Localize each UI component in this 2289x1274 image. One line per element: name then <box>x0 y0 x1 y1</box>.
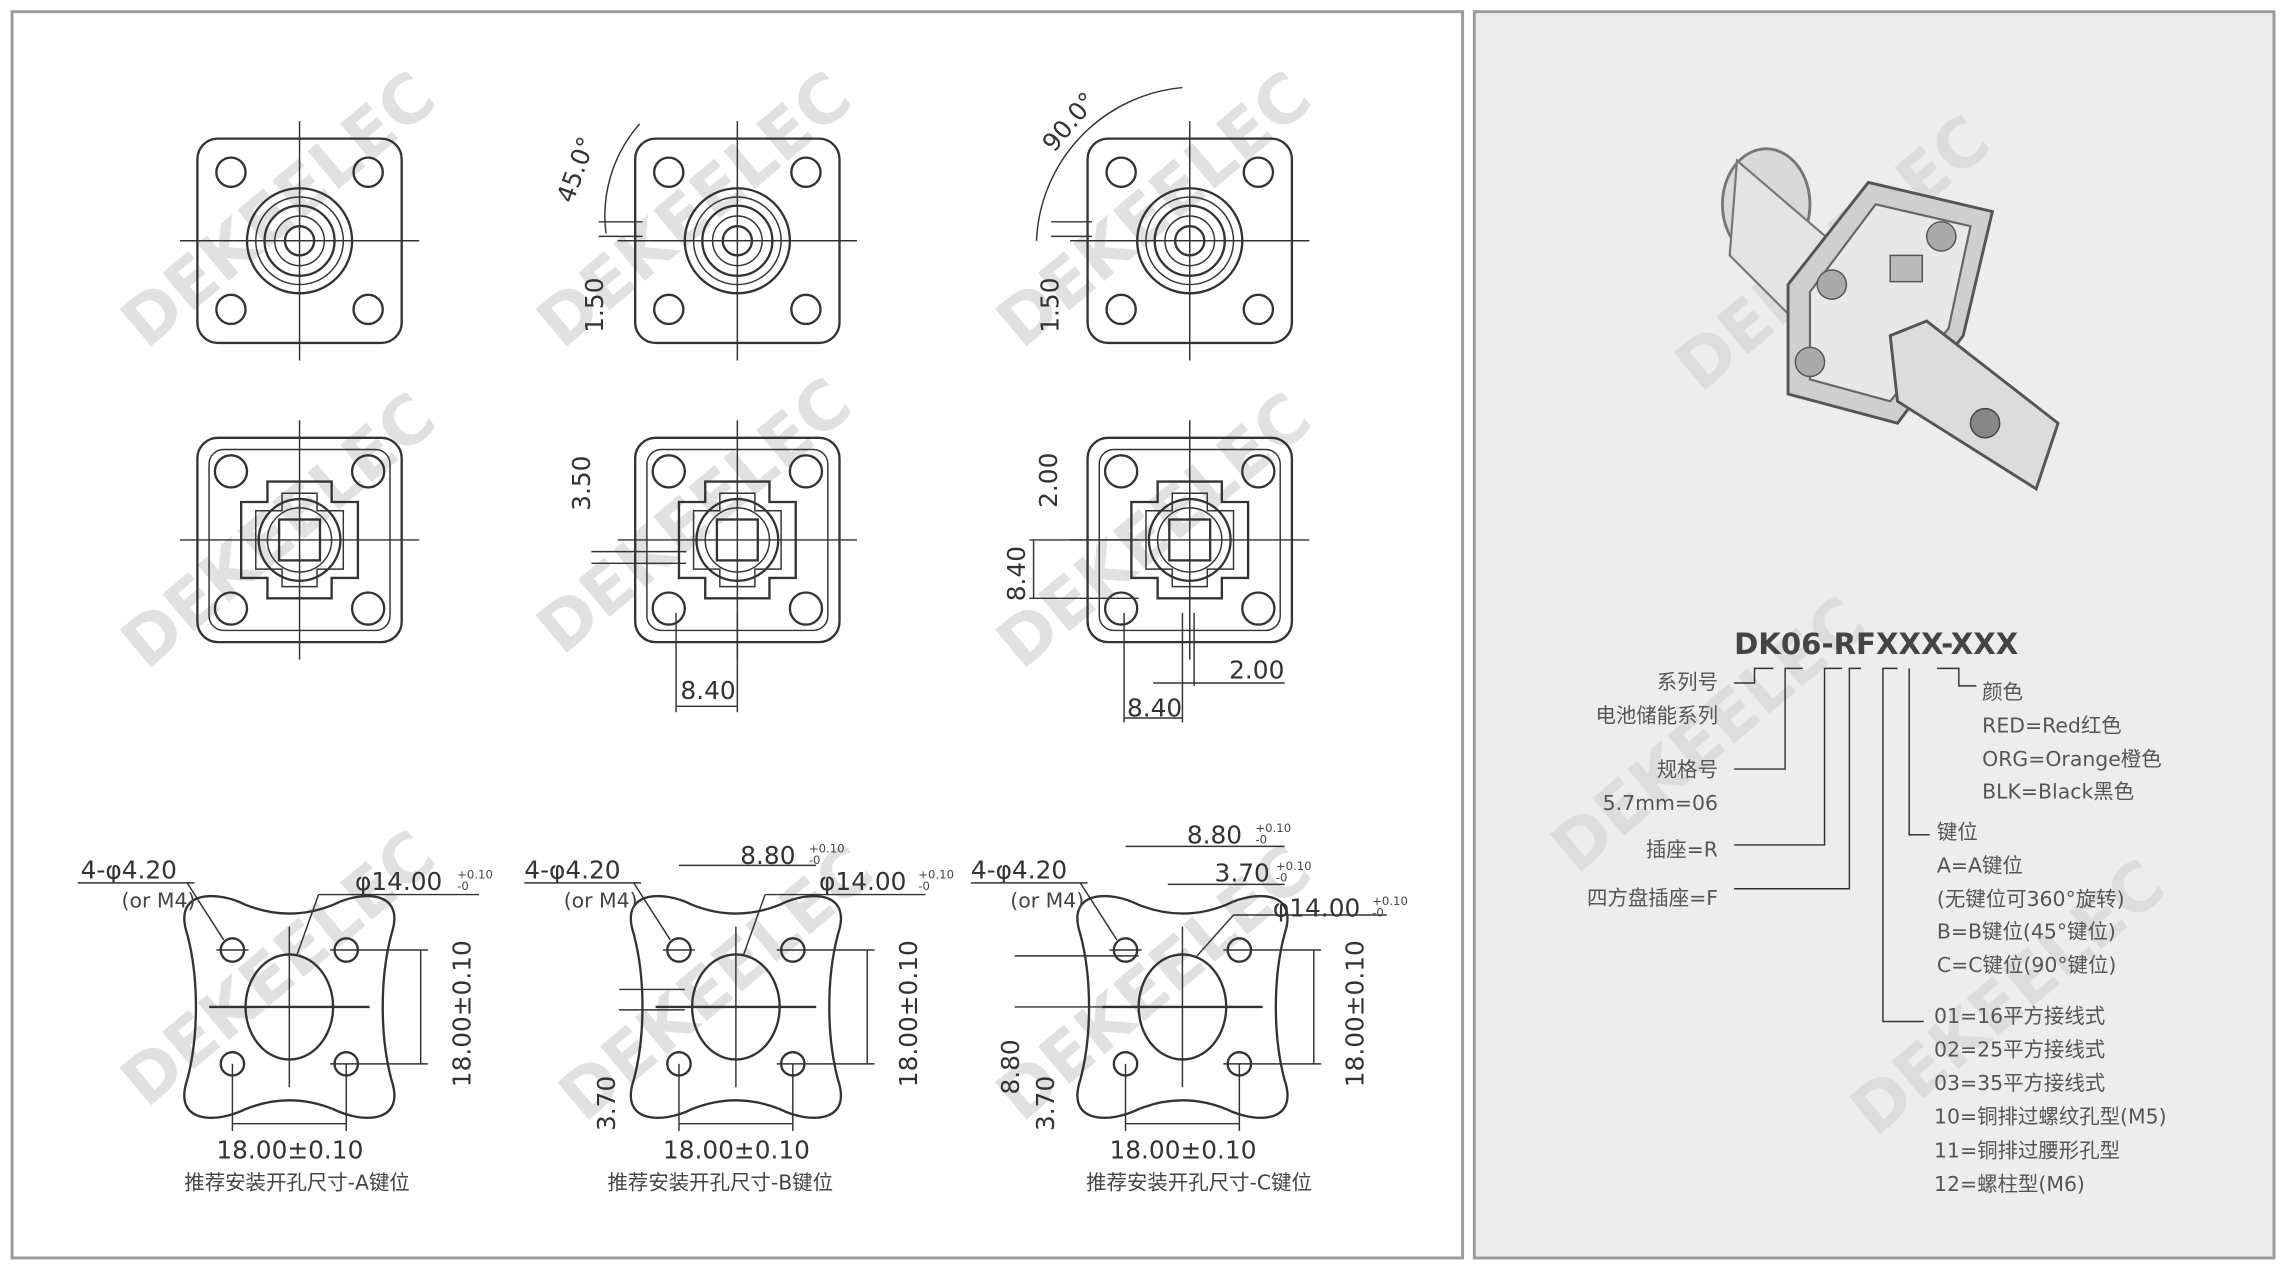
cutout-caption: 推荐安装开孔尺寸-B键位 <box>607 1170 833 1194</box>
dim-label: 8.40 <box>1127 694 1182 723</box>
dimension-label: 18.00±0.10 <box>894 940 923 1087</box>
dimension-label: +0.10 <box>1276 859 1312 873</box>
dimension-label: ORG=Orange橙色 <box>1982 747 2162 771</box>
dim-label: 3.50 <box>567 456 596 511</box>
cutout-c: 8.80 +0.10 -0 3.70 +0.10 -0 4-φ4.20 (or … <box>971 820 1408 1194</box>
dimension-label: -0 <box>918 879 930 893</box>
dim-label: 8.40 <box>680 676 735 705</box>
dim-label: 2.00 <box>1034 453 1063 508</box>
dimension-label: (or M4) <box>1010 889 1084 913</box>
dimension-label: 11=铜排过腰形孔型 <box>1934 1138 2120 1162</box>
dimension-label: +0.10 <box>809 841 845 855</box>
offset-label: 1.50 <box>580 278 609 333</box>
dimension-label: B=B键位(45°键位) <box>1937 919 2116 943</box>
dimension-label: 规格号 <box>1657 757 1718 781</box>
product-image <box>1720 147 2060 492</box>
offset-label: 1.50 <box>1035 278 1064 333</box>
dimension-label: 颜色 <box>1982 680 2023 704</box>
dim-label: 8.40 <box>1002 546 1031 601</box>
rear-view-b: 3.50 8.40 <box>567 419 859 713</box>
dimension-label: +0.10 <box>457 868 493 882</box>
dimension-label: 18.00±0.10 <box>1109 1136 1256 1165</box>
dimension-label: 18.00±0.10 <box>216 1136 363 1165</box>
dimension-label: 03=35平方接线式 <box>1934 1071 2105 1095</box>
dimension-label: 01=16平方接线式 <box>1934 1004 2105 1028</box>
dimension-label: (or M4) <box>564 889 638 913</box>
cutout-caption: 推荐安装开孔尺寸-C键位 <box>1086 1170 1312 1194</box>
dim-label: 2.00 <box>1229 656 1284 685</box>
dimension-label: φ14.00 <box>355 867 442 896</box>
dimension-label: -0 <box>1372 905 1384 919</box>
dimension-label: 电池储能系列 <box>1595 703 1718 727</box>
dimension-label: 4-φ4.20 <box>81 856 177 885</box>
cutout-b: 8.80 +0.10 -0 4-φ4.20 (or M4) φ14.00 +0.… <box>524 841 954 1194</box>
dimension-label: 4-φ4.20 <box>524 856 620 885</box>
dimension-label: +0.10 <box>1372 894 1408 908</box>
dimension-label: 3.70 <box>1031 1076 1060 1131</box>
dimension-label: -0 <box>1255 832 1267 846</box>
dimension-label: (无键位可360°旋转) <box>1937 887 2125 911</box>
dimension-label: 8.80 <box>740 841 795 870</box>
cutout-caption: 推荐安装开孔尺寸-A键位 <box>184 1170 410 1194</box>
dimension-label: C=C键位(90°键位) <box>1937 953 2116 977</box>
dimension-label: 8.80 <box>1187 820 1242 849</box>
dimension-label: 3.70 <box>1215 858 1270 887</box>
dimension-label: 3.70 <box>592 1076 621 1131</box>
dimension-label: 02=25平方接线式 <box>1934 1038 2105 1062</box>
cutout-a: 4-φ4.20 (or M4) φ14.00 +0.10 -0 18.00±0.… <box>77 856 493 1194</box>
dimension-label: BLK=Black黑色 <box>1982 779 2134 803</box>
dimension-label: RED=Red红色 <box>1982 714 2122 738</box>
rear-view-c: 2.00 8.40 2.00 8.40 <box>1002 419 1311 723</box>
dimension-label: (or M4) <box>122 889 196 913</box>
dimension-label: 18.00±0.10 <box>663 1136 810 1165</box>
dimension-label: 8.80 <box>996 1039 1025 1094</box>
dimension-label: -0 <box>457 879 469 893</box>
part-number-legend: DK06-RFXXX-XXX 系列号 电池储能系列 规格号 5.7mm=06 插… <box>1587 627 2167 1196</box>
dimension-label: 18.00±0.10 <box>447 940 476 1087</box>
dimension-label: 10=铜排过螺纹孔型(M5) <box>1934 1105 2167 1129</box>
dimension-label: φ14.00 <box>1273 893 1360 922</box>
dimension-label: 四方盘插座=F <box>1587 886 1718 910</box>
dimension-label: 系列号 <box>1657 670 1718 694</box>
dimension-label: 键位 <box>1937 820 1978 844</box>
dimension-label: A=A键位 <box>1937 854 2023 878</box>
dimension-label: 插座=R <box>1646 838 1718 862</box>
dimension-label: 4-φ4.20 <box>971 856 1067 885</box>
dimension-label: -0 <box>809 853 821 867</box>
dimension-label: φ14.00 <box>819 867 906 896</box>
dimension-label: 5.7mm=06 <box>1603 791 1718 815</box>
dimension-label: -0 <box>1276 870 1288 884</box>
dimension-label: +0.10 <box>1255 821 1291 835</box>
dimension-label: 18.00±0.10 <box>1340 940 1369 1087</box>
dimension-label: 12=螺柱型(M6) <box>1934 1172 2085 1196</box>
dimension-label: +0.10 <box>918 868 954 882</box>
part-number-title: DK06-RFXXX-XXX <box>1734 627 2018 661</box>
